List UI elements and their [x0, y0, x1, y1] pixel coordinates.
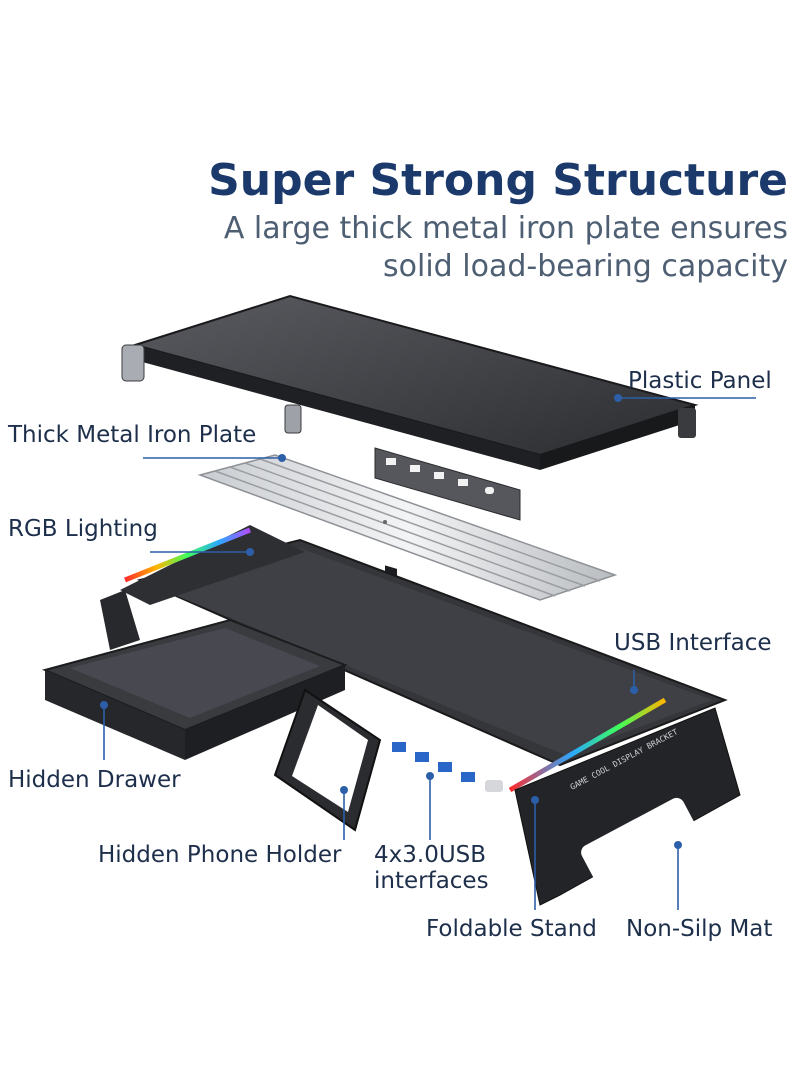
label-foldable-stand: Foldable Stand [426, 916, 597, 942]
label-phone-holder: Hidden Phone Holder [98, 842, 342, 868]
hidden-drawer [41, 618, 348, 760]
label-usb-interface: USB Interface [614, 630, 772, 656]
metal-iron-plate [197, 454, 618, 601]
label-usb-ports-line1: 4x3.0USB [374, 842, 487, 868]
label-non-slip-mat: Non-Silp Mat [626, 916, 773, 942]
subtitle-line-2: solid load-bearing capacity [383, 249, 788, 284]
label-plastic-panel: Plastic Panel [628, 368, 772, 394]
rgb-strip-right [508, 697, 667, 793]
rgb-strip-left [124, 527, 251, 583]
label-metal-plate: Thick Metal Iron Plate [8, 422, 257, 448]
plastic-panel [121, 294, 699, 470]
callout-dots [100, 394, 682, 849]
callout-lines [103, 397, 756, 910]
label-rgb-lighting: RGB Lighting [8, 516, 158, 542]
headline-title: Super Strong Structure [208, 155, 788, 206]
usb-ports-front [392, 742, 503, 792]
usb-module [374, 447, 521, 578]
phone-holder [273, 688, 382, 832]
label-hidden-drawer: Hidden Drawer [8, 767, 181, 793]
label-usb-ports-line2: interfaces [374, 868, 489, 894]
headline-subtitle: A large thick metal iron plate ensures s… [224, 210, 788, 286]
base-tray: GAME COOL DISPLAY BRACKET [100, 525, 741, 906]
subtitle-line-1: A large thick metal iron plate ensures [223, 211, 788, 246]
